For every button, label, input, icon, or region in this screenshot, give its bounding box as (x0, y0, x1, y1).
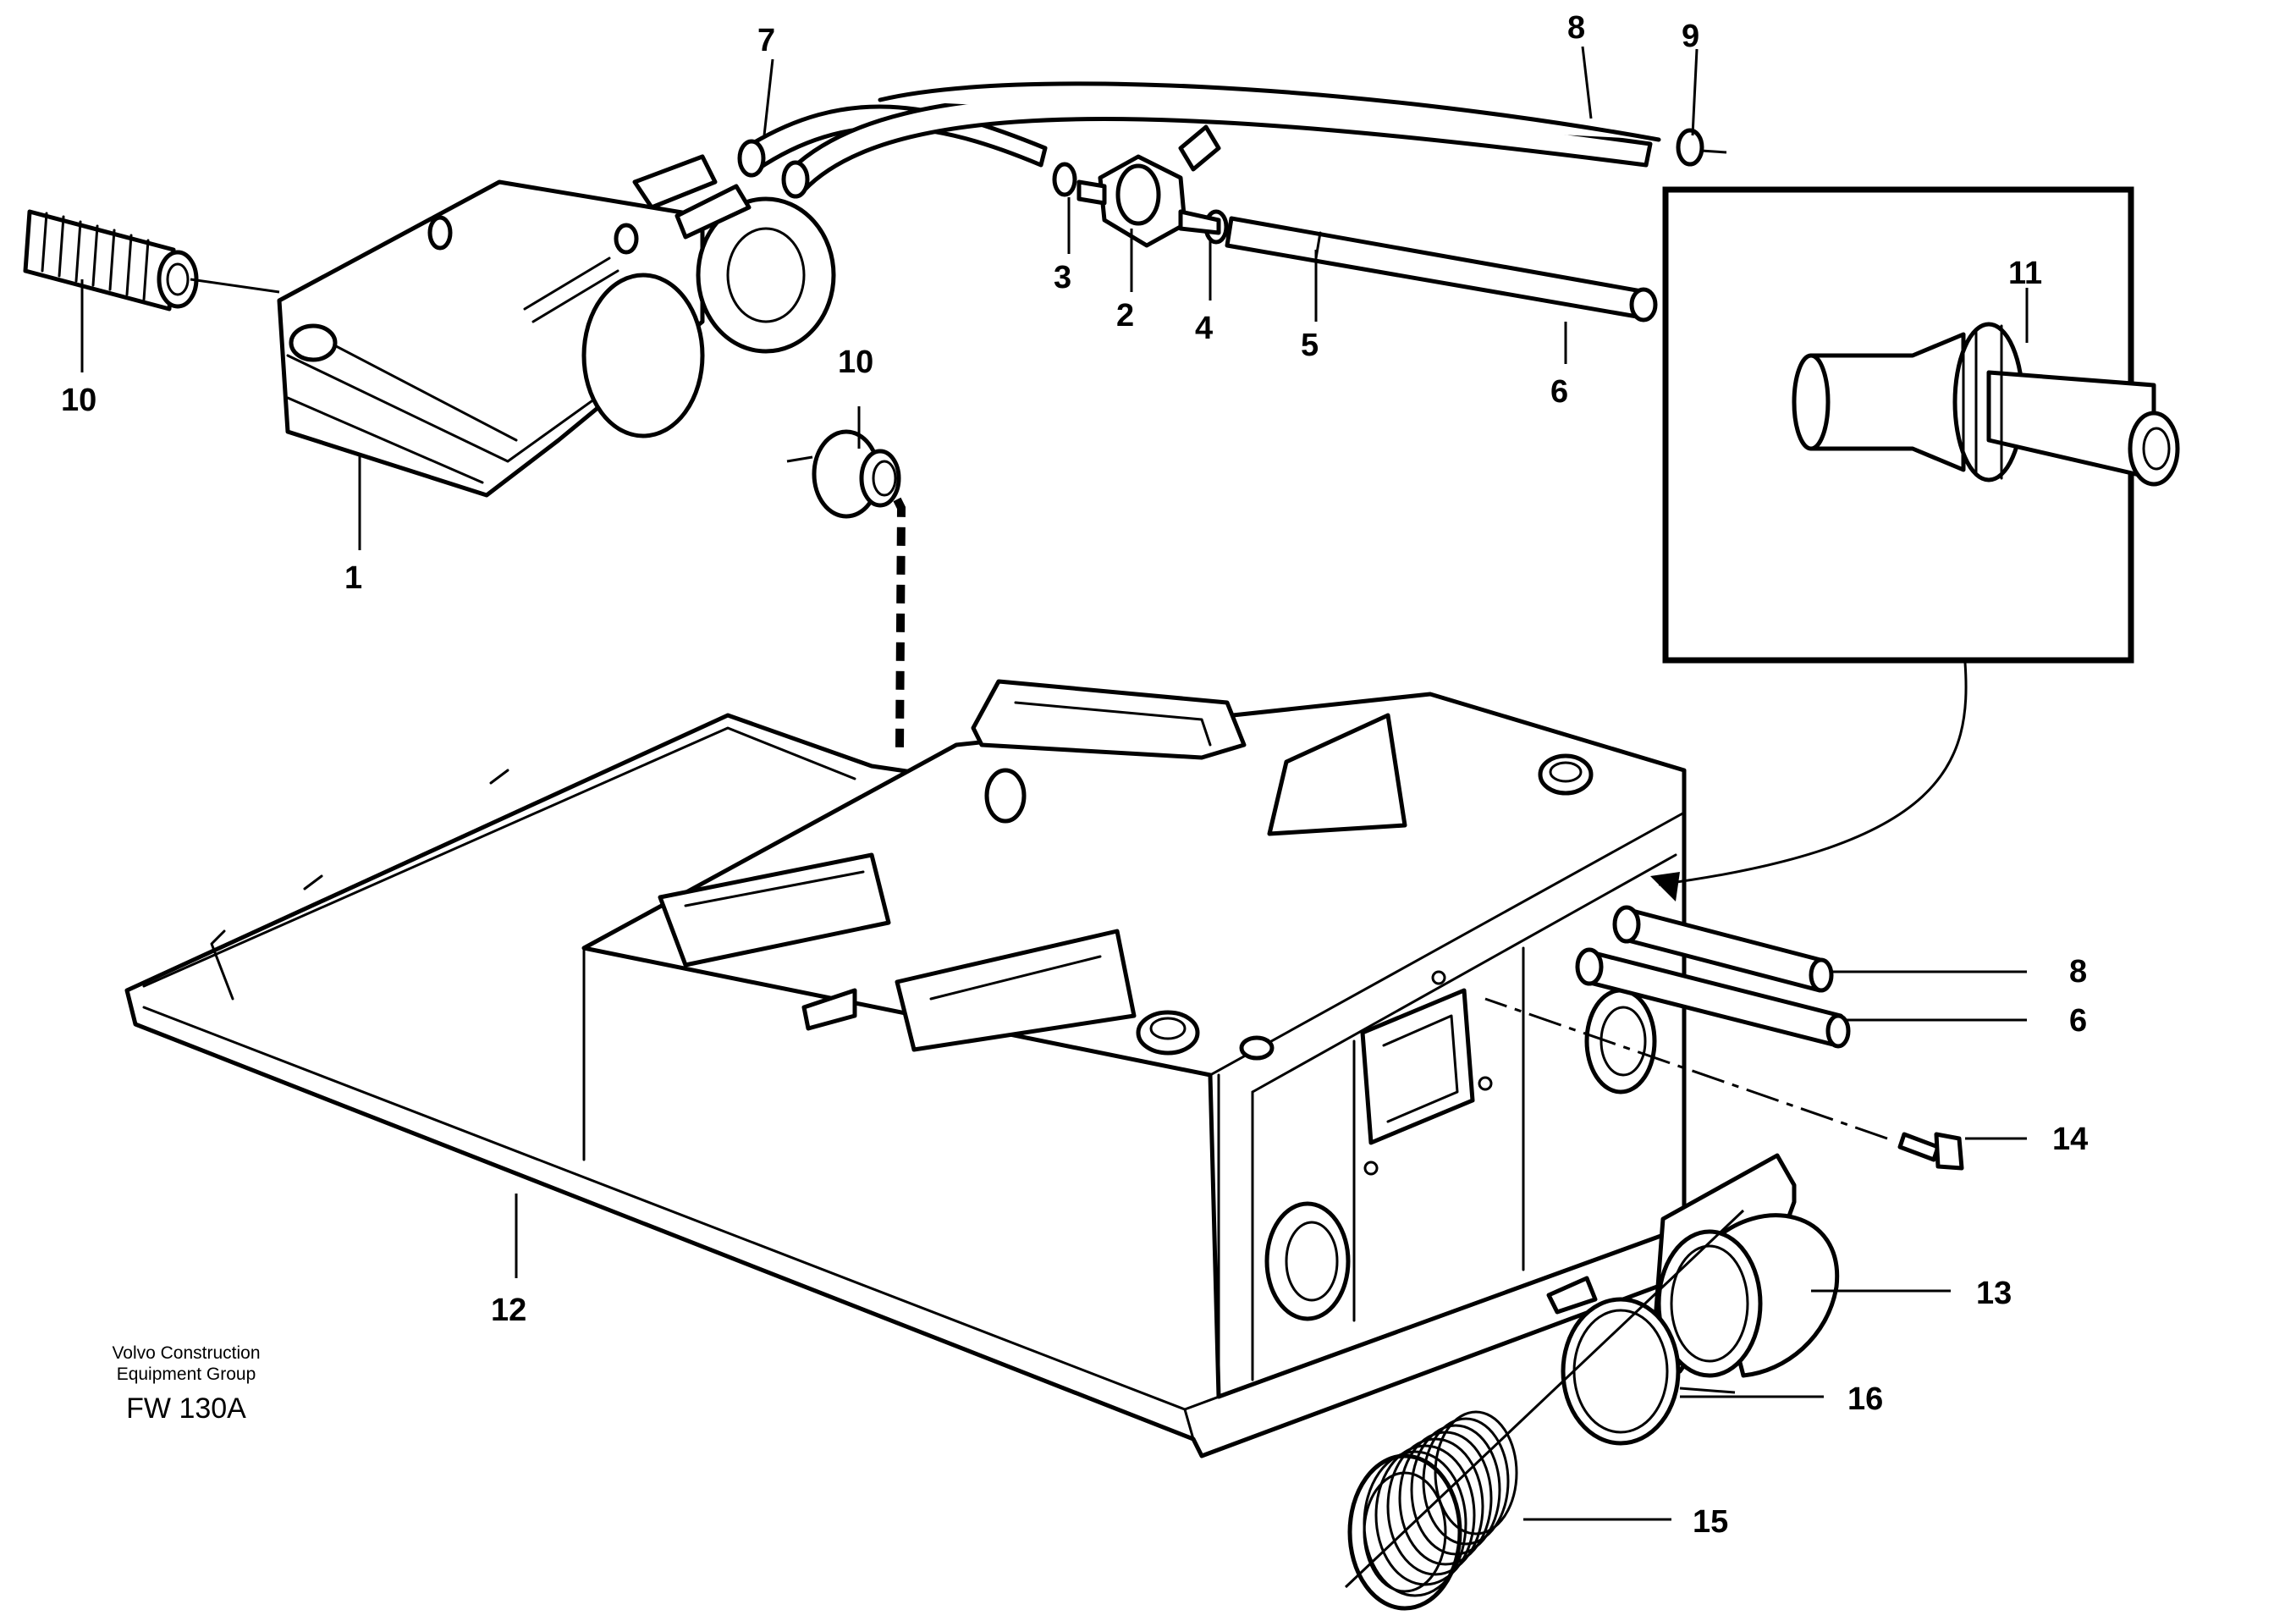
maker-line-2: Equipment Group (117, 1365, 256, 1384)
callout-10: 10 (61, 383, 96, 418)
callout-12: 12 (491, 1293, 526, 1328)
callout-2: 2 (1116, 298, 1134, 334)
maker-line-1: Volvo Construction (112, 1343, 260, 1363)
callout-9: 9 (1682, 19, 1699, 54)
callout-6b: 6 (2069, 1003, 2087, 1039)
bolt-part-14 (1484, 997, 1964, 1171)
callout-8: 8 (1567, 10, 1585, 46)
callout-4: 4 (1195, 311, 1213, 346)
callout-5: 5 (1301, 328, 1319, 363)
callout-6: 6 (1550, 374, 1568, 410)
hose-assembly (737, 81, 1727, 323)
callout-labels: 1 2 3 4 5 6 6 7 8 8 9 10 10 11 12 13 14 … (61, 10, 2088, 1540)
callout-13: 13 (1976, 1276, 2012, 1311)
callout-15: 15 (1693, 1504, 1728, 1540)
hose-clamp-part-16 (1546, 1276, 1736, 1446)
flexible-duct-part-15 (1344, 1209, 1745, 1611)
callout-10b: 10 (838, 345, 873, 380)
heater-unit-part-1 (277, 154, 836, 498)
callout-16: 16 (1847, 1381, 1883, 1417)
leader-lines (80, 46, 2027, 1521)
figure-id: FW 130A (126, 1392, 246, 1425)
detail-inset-box (1650, 186, 2180, 901)
side-pipes (1575, 905, 1851, 1049)
callout-8b: 8 (2069, 954, 2087, 990)
elbow-duct-part-13 (1648, 1153, 1840, 1391)
callout-1: 1 (344, 560, 362, 596)
callout-11: 11 (2008, 256, 2042, 291)
callout-7: 7 (757, 23, 775, 58)
grommet-part-10b (786, 429, 906, 750)
callout-14: 14 (2052, 1122, 2088, 1157)
callout-3: 3 (1054, 260, 1071, 295)
maker-credit: Volvo Construction Equipment Group FW 13… (112, 1343, 260, 1425)
flexible-hose-part-10 (23, 209, 280, 312)
